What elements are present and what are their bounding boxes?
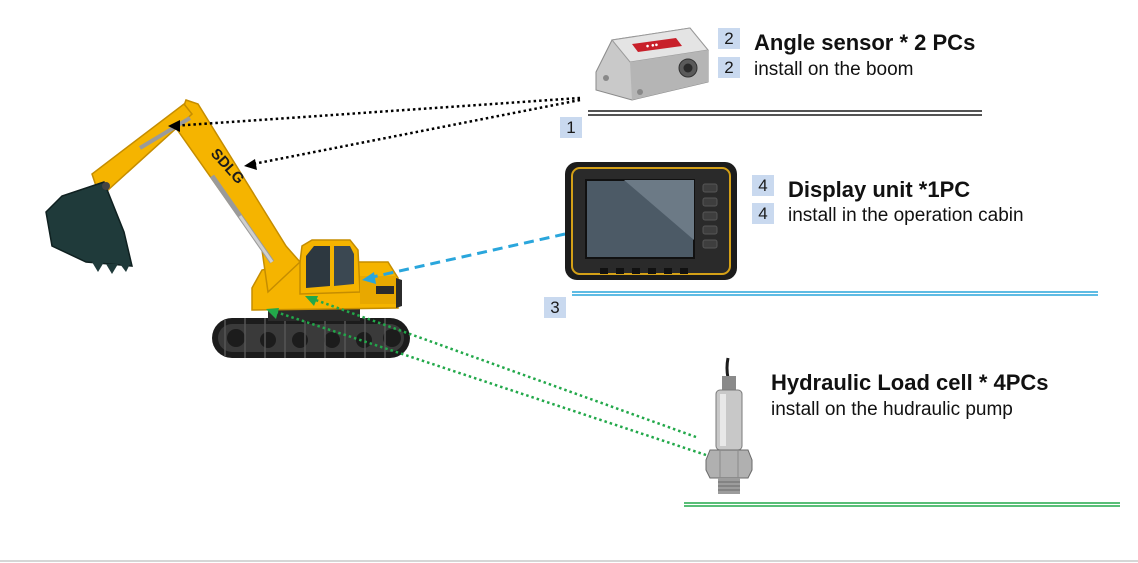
angle-sensor-arrowheads <box>168 120 257 170</box>
angle-sensor-title: Angle sensor * 2 PCs <box>754 30 976 55</box>
display-unit-subtitle: install in the operation cabin <box>788 205 1024 226</box>
angle-sensor-subtitle-badge: 2 <box>718 57 740 78</box>
display-unit-rule-badge: 3 <box>544 297 566 318</box>
load-cell-arrowheads <box>266 296 318 319</box>
footer-divider <box>0 560 1138 562</box>
svg-text:● ●●: ● ●● <box>645 42 659 50</box>
angle-sensor-subtitle: install on the boom <box>754 59 914 80</box>
load-cell-title: Hydraulic Load cell * 4PCs <box>771 370 1049 395</box>
excavator-icon: SDLG <box>45 99 410 358</box>
display-unit-rule <box>572 291 1098 296</box>
angle-sensor-title-badge: 2 <box>718 28 740 49</box>
load-cell-connection-lines <box>269 296 707 457</box>
angle-sensor-rule-badge: 1 <box>560 117 582 138</box>
display-unit-title-badge: 4 <box>752 175 774 196</box>
display-unit-subtitle-badge: 4 <box>752 203 774 224</box>
angle-sensor-rule <box>588 110 982 116</box>
load-cell-subtitle: install on the hudraulic pump <box>771 399 1013 420</box>
angle-sensor-icon: ● ●● <box>595 27 709 101</box>
load-cell-icon <box>705 357 753 494</box>
load-cell-rule <box>684 502 1120 507</box>
angle-sensor-connection-lines <box>171 96 581 167</box>
display-unit-title: Display unit *1PC <box>788 177 971 202</box>
display-unit-icon <box>565 162 737 280</box>
excavator-tracks <box>212 318 410 358</box>
display-unit-connection-line <box>362 232 566 284</box>
